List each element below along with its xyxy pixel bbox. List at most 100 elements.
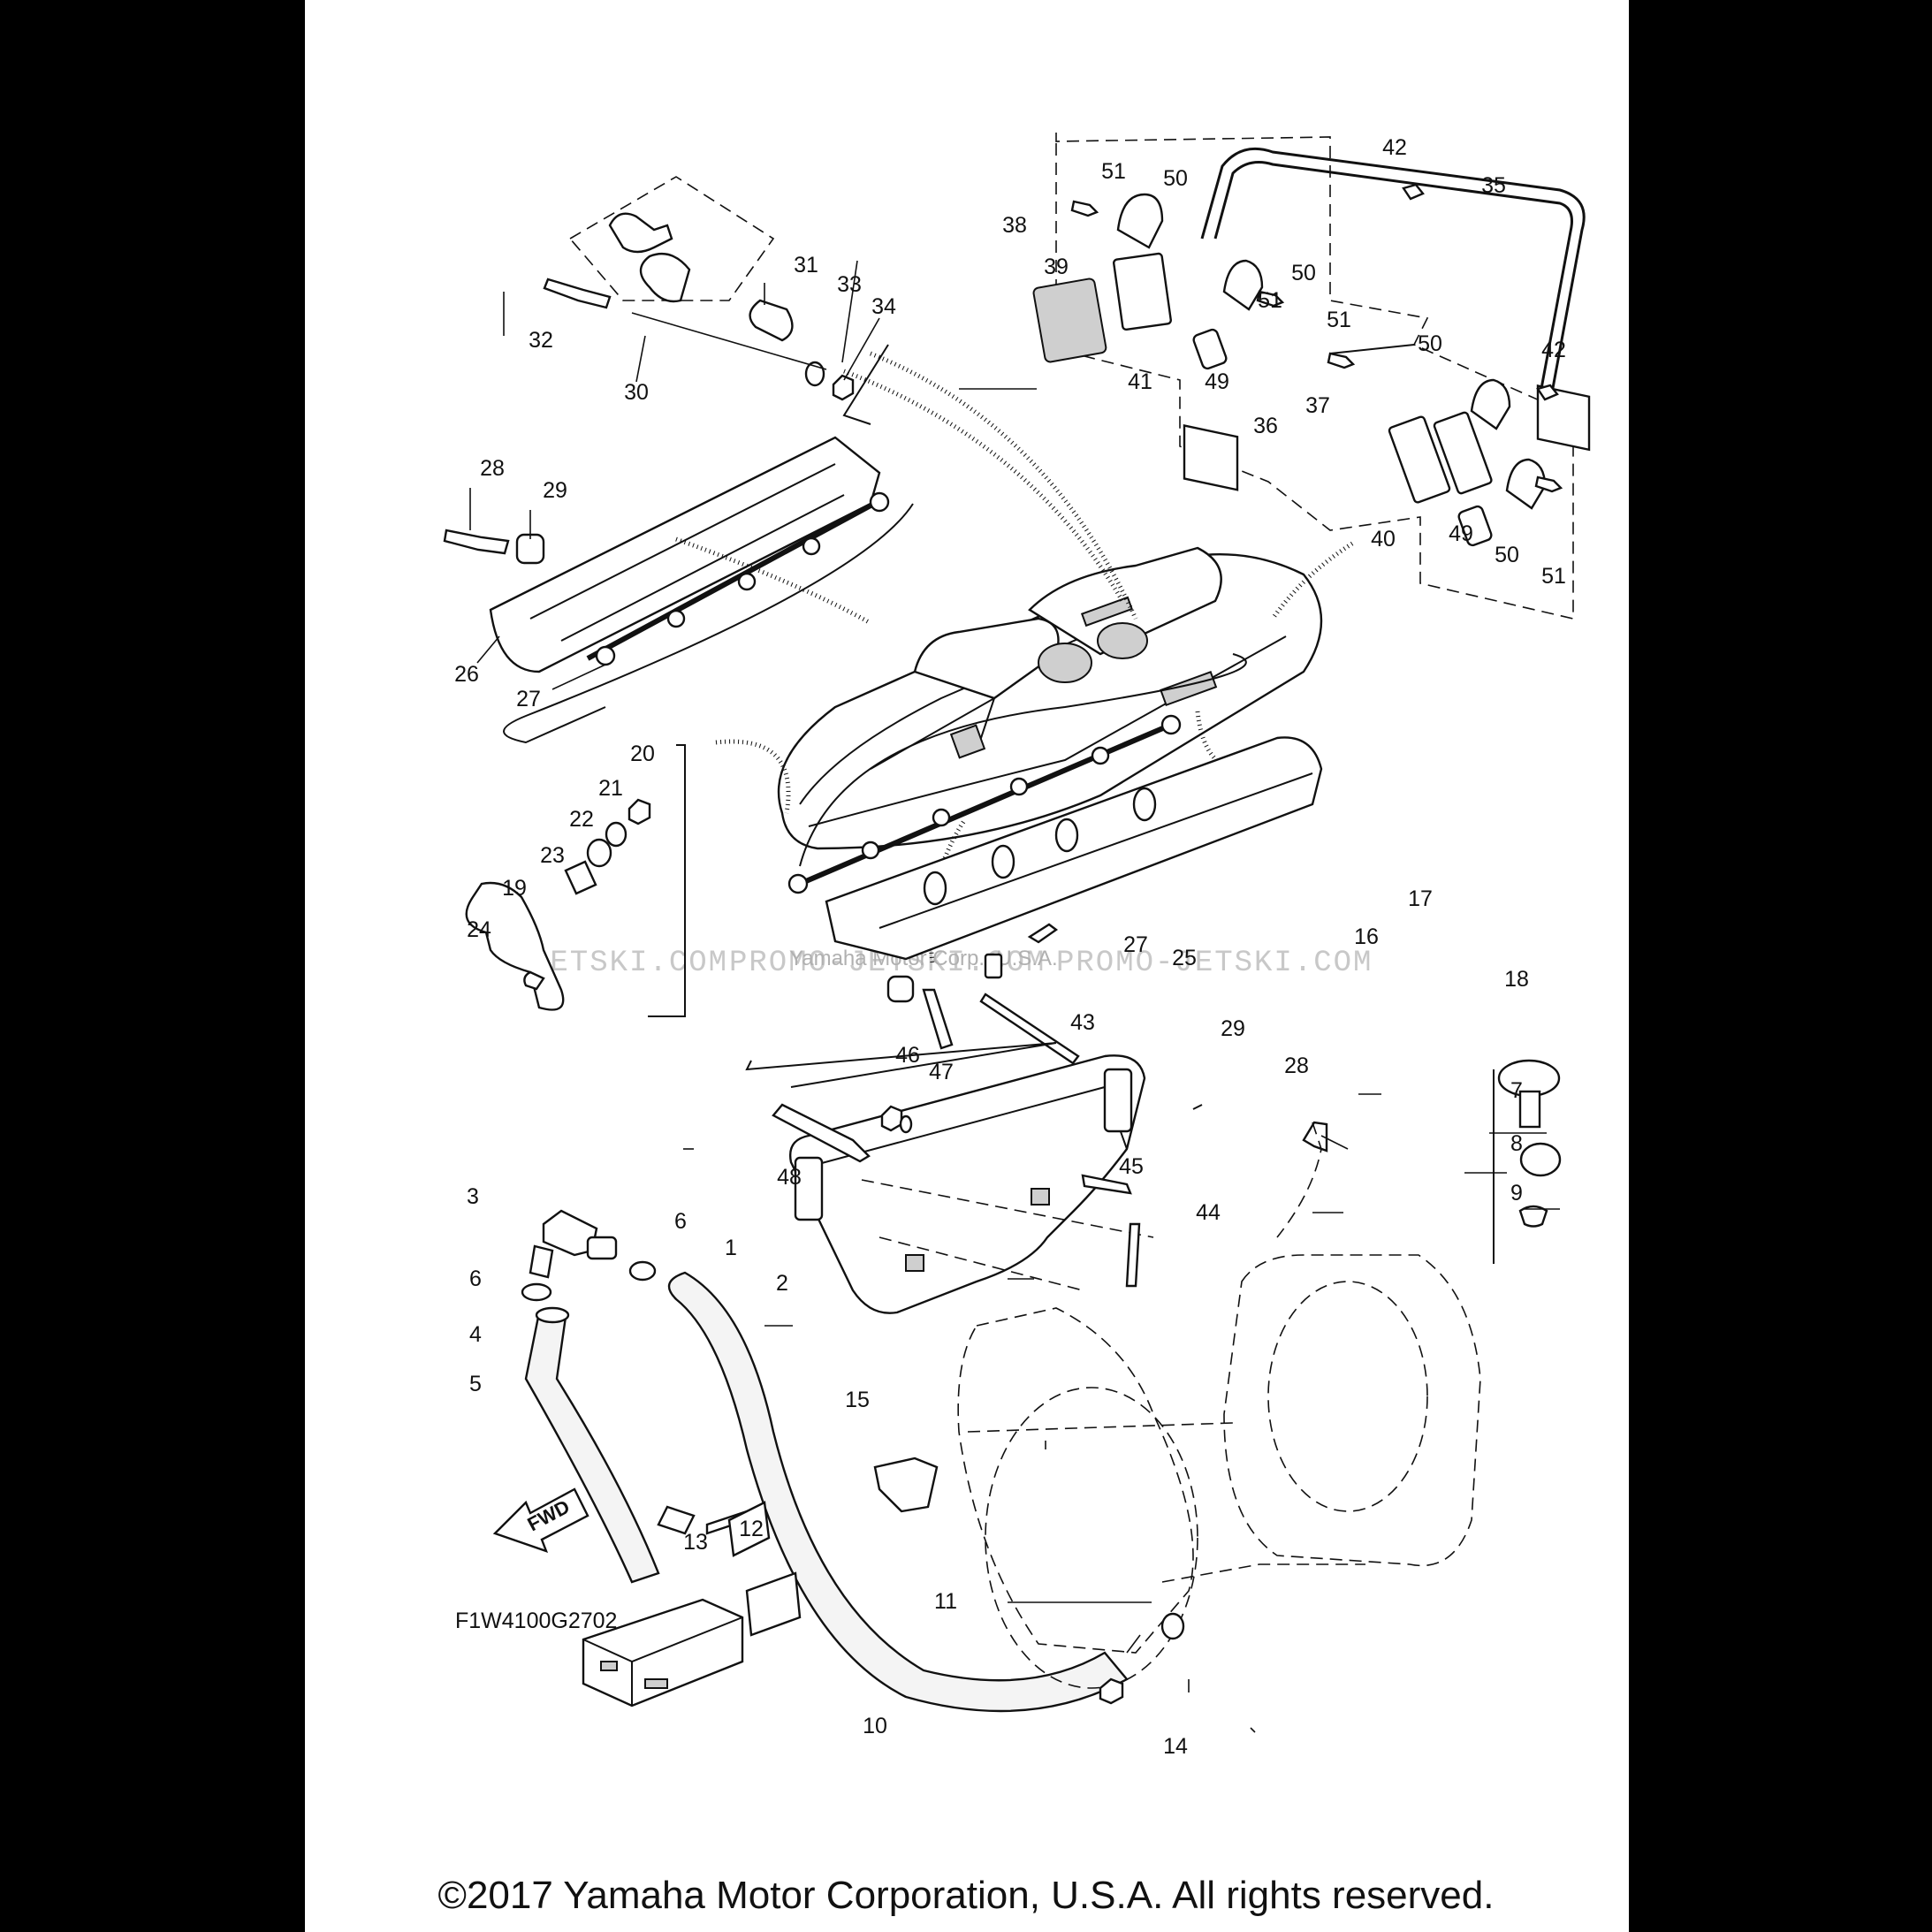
callout-1: 1 xyxy=(725,1236,737,1260)
control-box-10 xyxy=(582,1571,802,1708)
pad-39 xyxy=(1032,278,1107,363)
screw-42a xyxy=(1402,183,1425,201)
callout-42b: 42 xyxy=(1541,338,1566,362)
callout-44: 44 xyxy=(1196,1200,1221,1225)
grab-bar-35 xyxy=(1200,147,1586,399)
parts-diagram-sheet: JETSKI.COM PROMO-JETSKI.COM PROMO-JETSKI… xyxy=(305,0,1629,1932)
callout-11: 11 xyxy=(934,1589,957,1614)
screw-24 xyxy=(523,970,545,991)
group-left-sponson xyxy=(443,436,914,744)
callout-6b: 6 xyxy=(469,1266,482,1291)
callout-12: 12 xyxy=(739,1517,764,1541)
leader-lines xyxy=(683,388,1560,1733)
callout-42a: 42 xyxy=(1382,135,1407,160)
callout-33: 33 xyxy=(837,272,862,297)
callout-25: 25 xyxy=(1172,946,1197,970)
pin-45 xyxy=(1081,1174,1132,1195)
callout-13: 13 xyxy=(683,1530,708,1555)
callout-28a: 28 xyxy=(480,456,505,481)
forward-arrow: FWD xyxy=(492,1487,589,1553)
handle-dashed-outline xyxy=(1055,133,1574,620)
nut-46 xyxy=(880,1105,903,1132)
clip-16 xyxy=(984,953,1003,979)
callout-47: 47 xyxy=(929,1060,954,1084)
bar-mount-right xyxy=(1536,384,1591,452)
callout-24: 24 xyxy=(467,917,491,942)
screw-42b xyxy=(1536,384,1559,401)
callout-21: 21 xyxy=(598,776,623,801)
callout-10: 10 xyxy=(863,1714,887,1738)
callout-23: 23 xyxy=(540,843,565,868)
rail-27 xyxy=(586,497,884,661)
spacer-23 xyxy=(564,860,597,895)
watercraft-hull xyxy=(777,546,1323,850)
collar-49a xyxy=(1192,328,1228,370)
callout-26: 26 xyxy=(454,662,479,687)
screw-51a xyxy=(1070,200,1099,217)
sponson-26 xyxy=(489,436,881,673)
exploded-parts-diagram: JETSKI.COM PROMO-JETSKI.COM PROMO-JETSKI… xyxy=(443,133,1591,1759)
bolt-44 xyxy=(1125,1222,1141,1288)
callout-32: 32 xyxy=(529,328,553,353)
hook-latch xyxy=(608,212,673,254)
group-cover xyxy=(745,1042,1203,1314)
callout-8: 8 xyxy=(1510,1131,1523,1156)
group-hoses xyxy=(521,1209,1129,1713)
callout-18: 18 xyxy=(1504,967,1529,992)
fitting-13 xyxy=(657,1505,696,1535)
callout-38: 38 xyxy=(1002,213,1027,238)
tie-18 xyxy=(979,993,1080,1065)
callout-34: 34 xyxy=(871,294,896,319)
washer-22 xyxy=(586,838,612,868)
copyright-footer: ©2017 Yamaha Motor Corporation, U.S.A. A… xyxy=(437,1874,1495,1917)
callout-15: 15 xyxy=(845,1388,870,1412)
cap-50a xyxy=(1116,193,1164,249)
callout-29a: 29 xyxy=(543,478,567,503)
cap-50b xyxy=(1222,259,1264,311)
callout-5: 5 xyxy=(469,1372,482,1396)
callout-40: 40 xyxy=(1371,527,1396,551)
tie-48 xyxy=(772,1103,871,1163)
gasket-31 xyxy=(749,299,794,342)
callout-3: 3 xyxy=(467,1184,479,1209)
washer-47 xyxy=(899,1114,913,1134)
bar-mount-left xyxy=(1183,424,1239,491)
screw-51b xyxy=(1256,290,1285,308)
nut-34 xyxy=(832,374,855,401)
nut-14 xyxy=(1099,1677,1124,1705)
pin-17 xyxy=(1027,923,1059,944)
hose-1-2 xyxy=(667,1271,1129,1713)
callout-29b: 29 xyxy=(1221,1016,1245,1041)
ring-8 xyxy=(1519,1142,1562,1177)
cushion-15 xyxy=(873,1457,939,1513)
callout-35: 35 xyxy=(1481,173,1506,198)
callout-51d: 51 xyxy=(1541,564,1566,589)
clamp-6a xyxy=(628,1260,657,1282)
callout-37: 37 xyxy=(1305,393,1330,418)
callout-41: 41 xyxy=(1128,369,1152,394)
callout-50c: 50 xyxy=(1418,331,1442,356)
screw-51c xyxy=(1327,352,1356,369)
rail-27b xyxy=(798,722,1173,886)
callout-28b: 28 xyxy=(1284,1053,1309,1078)
callout-16: 16 xyxy=(1354,924,1379,949)
watermark-left: JETSKI.COM xyxy=(530,947,728,980)
hose-4-5 xyxy=(524,1311,660,1584)
drawing-code: F1W4100G2702 xyxy=(455,1609,617,1633)
callout-27a: 27 xyxy=(516,687,541,711)
callout-19: 19 xyxy=(502,876,527,901)
clip-11 xyxy=(1160,1612,1185,1640)
callout-20: 20 xyxy=(630,742,655,766)
callout-9: 9 xyxy=(1510,1181,1523,1206)
callout-51a: 51 xyxy=(1101,159,1126,184)
collar-49b xyxy=(1457,505,1493,547)
callout-49b: 49 xyxy=(1449,521,1473,546)
nut-20 xyxy=(628,798,651,825)
callout-36: 36 xyxy=(1253,414,1278,438)
callout-4: 4 xyxy=(469,1322,482,1347)
callout-50a: 50 xyxy=(1163,166,1188,191)
group-plug xyxy=(1493,1059,1562,1264)
callout-30: 30 xyxy=(624,380,649,405)
hook-bracket xyxy=(842,344,889,425)
screw-51d xyxy=(1534,475,1563,493)
